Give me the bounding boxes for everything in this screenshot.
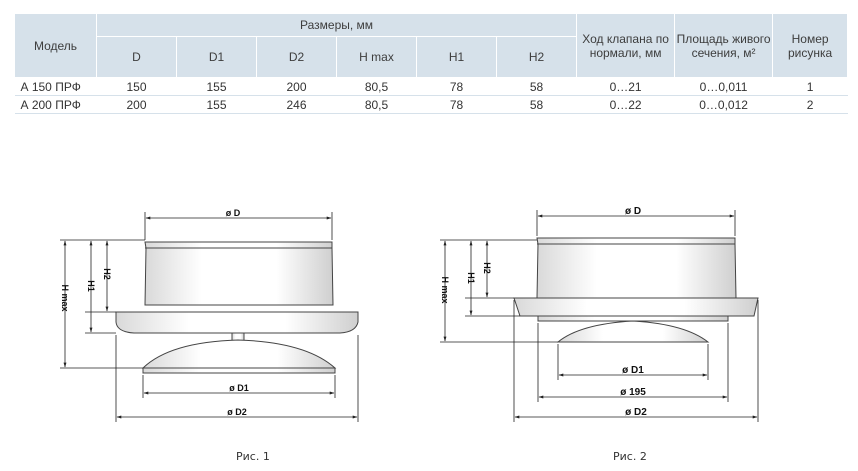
cell-area: 0…0,011 [674, 77, 773, 96]
header-figure-number: Номер рисунка [772, 13, 849, 78]
label-fig1-d2: ø D2 [227, 407, 247, 417]
cell-hmax: 80,5 [336, 95, 417, 114]
cell-h2: 58 [496, 77, 577, 96]
header-dim-d1: D1 [176, 36, 257, 78]
cell-d1: 155 [176, 77, 257, 96]
label-fig2-hmax: H max [440, 276, 450, 303]
header-dim-d2: D2 [256, 36, 337, 78]
header-dim-d: D [96, 36, 177, 78]
header-free-area: Площадь живого сечения, м² [674, 13, 774, 78]
cell-stroke: 0…21 [576, 77, 675, 96]
label-fig2-h2: H2 [482, 262, 492, 274]
table-row: А 200 ПРФ 200 155 246 80,5 78 58 0…22 0…… [14, 95, 848, 114]
cell-d2: 246 [256, 95, 337, 114]
label-fig2-d1: ø D1 [622, 365, 644, 376]
label-fig2-d2: ø D2 [625, 407, 647, 418]
header-dim-h2: H2 [495, 36, 578, 78]
label-fig1-d: ø D [226, 208, 241, 218]
cell-stroke: 0…22 [576, 95, 675, 114]
cell-d2: 200 [256, 77, 337, 96]
label-fig2-h1: H1 [466, 272, 476, 284]
label-fig1-h2: H2 [102, 268, 112, 280]
header-sizes: Размеры, мм [95, 13, 578, 37]
cell-area: 0…0,012 [674, 95, 773, 114]
label-fig1-d1: ø D1 [229, 383, 249, 393]
spec-table: Модель Размеры, мм Ход клапана по нормал… [14, 13, 849, 114]
cell-model: А 200 ПРФ [14, 95, 97, 114]
cell-h1: 78 [416, 77, 497, 96]
header-model: Модель [14, 13, 97, 78]
figure-1-caption: Рис. 1 [236, 450, 270, 463]
figure-1-drawing: ø D ø D1 ø D2 H max H1 H2 [60, 208, 359, 422]
cell-figure: 1 [772, 77, 848, 96]
label-fig2-d: ø D [625, 206, 641, 217]
cell-h1: 78 [416, 95, 497, 114]
header-dim-hmax: H max [336, 36, 417, 78]
figure-2-drawing: ø D ø D1 ø 195 ø D2 H max H1 H2 [440, 206, 759, 422]
valve-body-fig2 [513, 237, 759, 343]
label-fig1-hmax: H max [60, 284, 70, 311]
label-fig2-d195: ø 195 [620, 387, 646, 398]
header-dim-h1: H1 [416, 36, 497, 78]
table-row: А 150 ПРФ 150 155 200 80,5 78 58 0…21 0…… [14, 77, 848, 96]
valve-body-fig1 [115, 241, 359, 374]
header-valve-stroke: Ход клапана по нормали, мм [576, 13, 676, 78]
cell-d: 200 [96, 95, 177, 114]
cell-d: 150 [96, 77, 177, 96]
figure-2-caption: Рис. 2 [613, 450, 647, 463]
cell-figure: 2 [772, 95, 848, 114]
dimension-lines-fig2 [440, 210, 759, 422]
cell-model: А 150 ПРФ [14, 77, 97, 96]
cell-hmax: 80,5 [336, 77, 417, 96]
label-fig1-h1: H1 [86, 280, 96, 292]
dimension-lines-fig1 [60, 212, 359, 422]
cell-h2: 58 [496, 95, 577, 114]
cell-d1: 155 [176, 95, 257, 114]
